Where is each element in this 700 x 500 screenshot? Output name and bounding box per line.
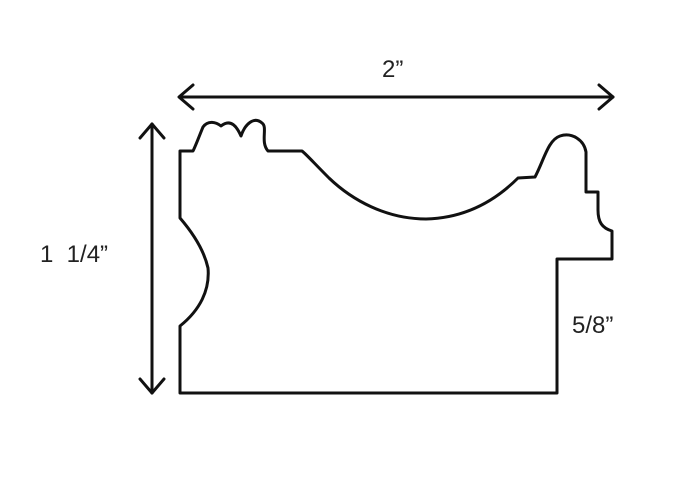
width-dimension-label: 2” bbox=[382, 56, 404, 83]
width-arrowhead-right bbox=[597, 83, 615, 111]
moulding-profile-outline bbox=[178, 118, 614, 395]
width-dimension-arrow bbox=[177, 83, 615, 111]
height-arrowhead-bottom bbox=[138, 377, 166, 395]
width-arrowhead-left bbox=[177, 83, 195, 111]
rabbet-depth-label: 5/8” bbox=[572, 312, 614, 339]
height-dimension-arrow bbox=[138, 122, 166, 395]
height-arrowhead-top bbox=[138, 122, 166, 140]
height-dimension-label: 1 1/4” bbox=[40, 241, 109, 268]
